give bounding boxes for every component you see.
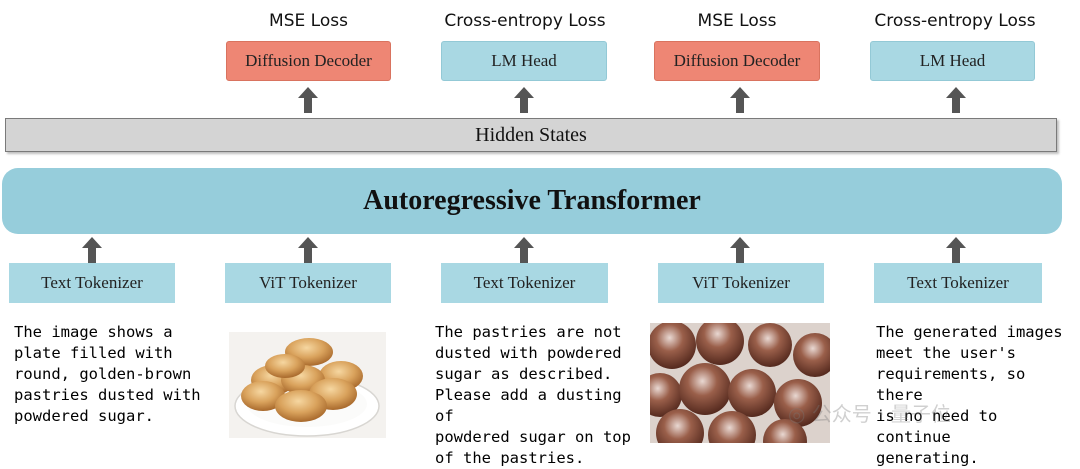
diffusion-decoder-box: Diffusion Decoder: [226, 41, 391, 81]
text-tokenizer-box: Text Tokenizer: [9, 263, 175, 303]
diffusion-decoder-box: Diffusion Decoder: [654, 41, 820, 81]
text-tokenizer-box: Text Tokenizer: [441, 263, 608, 303]
loss-label: Cross-entropy Loss: [444, 11, 606, 31]
up-arrow-icon: [82, 237, 102, 263]
up-arrow-icon: [946, 237, 966, 263]
loss-label: Cross-entropy Loss: [874, 11, 1036, 31]
autoregressive-transformer-block: Autoregressive Transformer: [2, 168, 1062, 234]
vit-tokenizer-box: ViT Tokenizer: [658, 263, 824, 303]
watermark-icon: ◎ 公众号 · 量子位: [788, 402, 951, 426]
up-arrow-icon: [298, 87, 318, 113]
vit-tokenizer-box: ViT Tokenizer: [225, 263, 391, 303]
up-arrow-icon: [514, 237, 534, 263]
up-arrow-icon: [946, 87, 966, 113]
input-text-completion: The generated images meet the user's req…: [876, 323, 1063, 467]
loss-label: MSE Loss: [269, 11, 348, 31]
input-text-feedback: The pastries are not dusted with powdere…: [435, 323, 631, 467]
golden-pastries-plate-photo: [229, 332, 386, 438]
up-arrow-icon: [514, 87, 534, 113]
lm-head-box: LM Head: [870, 41, 1035, 81]
hidden-states-bar: Hidden States: [5, 118, 1057, 152]
up-arrow-icon: [730, 237, 750, 263]
sugar-dusted-pastries-photo: [650, 323, 830, 443]
loss-label: MSE Loss: [697, 11, 777, 31]
up-arrow-icon: [730, 87, 750, 113]
input-text-description: The image shows a plate filled with roun…: [14, 323, 201, 425]
text-tokenizer-box: Text Tokenizer: [874, 263, 1042, 303]
lm-head-box: LM Head: [441, 41, 607, 81]
up-arrow-icon: [298, 237, 318, 263]
